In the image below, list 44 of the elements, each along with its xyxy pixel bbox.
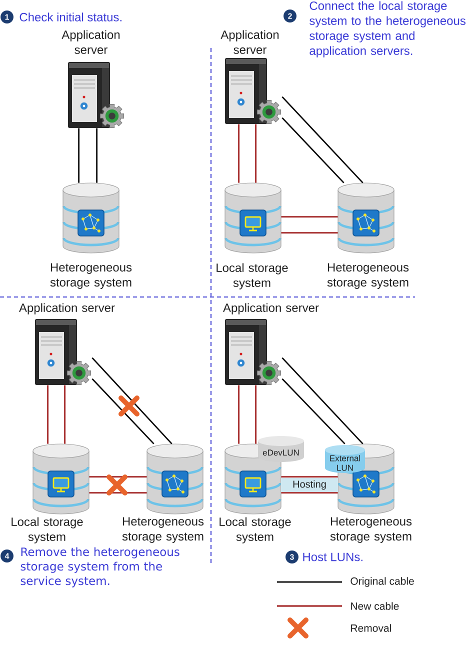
step-text: Remove the heterogeneous storage system from the service system. bbox=[20, 547, 180, 588]
cable bbox=[89, 492, 147, 494]
device-label: Application server bbox=[62, 30, 120, 54]
callout-number: 1 bbox=[0, 10, 14, 24]
cable bbox=[281, 216, 338, 218]
device-label: Heterogeneous storage system bbox=[327, 263, 409, 289]
device-label: Application server bbox=[223, 303, 319, 314]
step-text: Connect the local storage system to the heterogeneous storage system and application servers. bbox=[310, 1, 466, 58]
cable bbox=[92, 378, 154, 444]
cable bbox=[255, 124, 256, 183]
device-label: Heterogeneous storage system bbox=[330, 517, 412, 543]
cable bbox=[282, 357, 364, 444]
cable bbox=[92, 357, 172, 444]
lun-cylinder: eDevLUN bbox=[258, 436, 304, 462]
device-label: Heterogeneous storage system bbox=[122, 517, 204, 543]
device-label: Application server bbox=[19, 303, 115, 314]
cable bbox=[89, 476, 147, 478]
device-label: Heterogeneous storage system bbox=[50, 263, 132, 289]
step-text: Host LUNs. bbox=[303, 552, 362, 562]
cable bbox=[282, 117, 344, 184]
cable bbox=[282, 378, 346, 444]
callout-number: 2 bbox=[284, 10, 296, 22]
callout-number: 3 bbox=[286, 550, 298, 564]
cable bbox=[238, 124, 240, 183]
cable bbox=[281, 232, 338, 234]
cable bbox=[281, 492, 338, 494]
device-label: Local storage system bbox=[220, 517, 291, 544]
cable bbox=[282, 96, 364, 184]
callout-number: 4 bbox=[0, 550, 14, 562]
device-label: Local storage system bbox=[12, 517, 83, 544]
cable bbox=[78, 128, 80, 183]
cable bbox=[64, 385, 66, 444]
cable bbox=[255, 385, 256, 444]
device-label: Local storage system bbox=[216, 263, 288, 290]
cable bbox=[47, 385, 48, 444]
legend-text: Original cable bbox=[350, 577, 414, 587]
step-text: Check initial status. bbox=[20, 12, 122, 22]
legend-text: New cable bbox=[351, 602, 399, 610]
device-label: Application server bbox=[220, 30, 279, 54]
cable bbox=[238, 385, 240, 444]
cable bbox=[96, 128, 98, 183]
hosting-band: Hosting bbox=[281, 478, 338, 492]
cable bbox=[281, 476, 338, 478]
legend-text: Removal bbox=[351, 624, 391, 632]
